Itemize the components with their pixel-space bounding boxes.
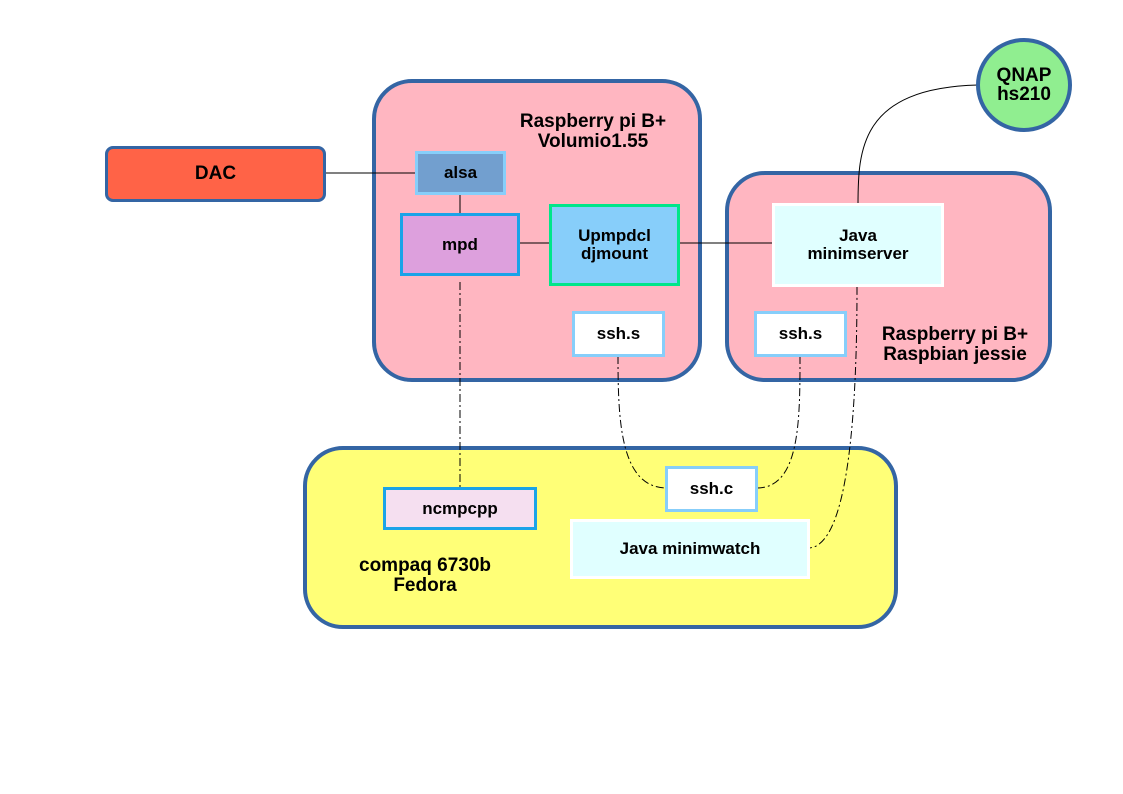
java-minimserver-node: Java minimserver: [772, 203, 944, 287]
upmpdcl-node: Upmpdcl djmount: [549, 204, 680, 286]
fedora-group-label: compaq 6730b Fedora: [359, 555, 491, 596]
ssh-s-volumio-node: ssh.s: [572, 311, 665, 357]
qnap-node: QNAP hs210: [976, 38, 1072, 132]
minimserver-qnap-link: [857, 84, 979, 206]
alsa-node: alsa: [415, 151, 506, 195]
ssh-volumio-sshc-link: [617, 355, 668, 489]
raspbian-group-label: Raspberry pi B+ Raspbian jessie: [881, 324, 1029, 365]
ncmpcpp-node: ncmpcpp: [383, 487, 537, 530]
mpd-node: mpd: [400, 213, 520, 276]
java-minimwatch-node: Java minimwatch: [570, 519, 810, 579]
ssh-c-node: ssh.c: [665, 466, 758, 512]
minimserver-minimwatch-link: [807, 286, 858, 549]
dac-node: DAC: [105, 146, 326, 202]
ssh-raspbian-sshc-link: [756, 355, 801, 489]
ssh-s-raspbian-node: ssh.s: [754, 311, 847, 357]
volumio-group-label: Raspberry pi B+ Volumio1.55: [519, 111, 667, 152]
